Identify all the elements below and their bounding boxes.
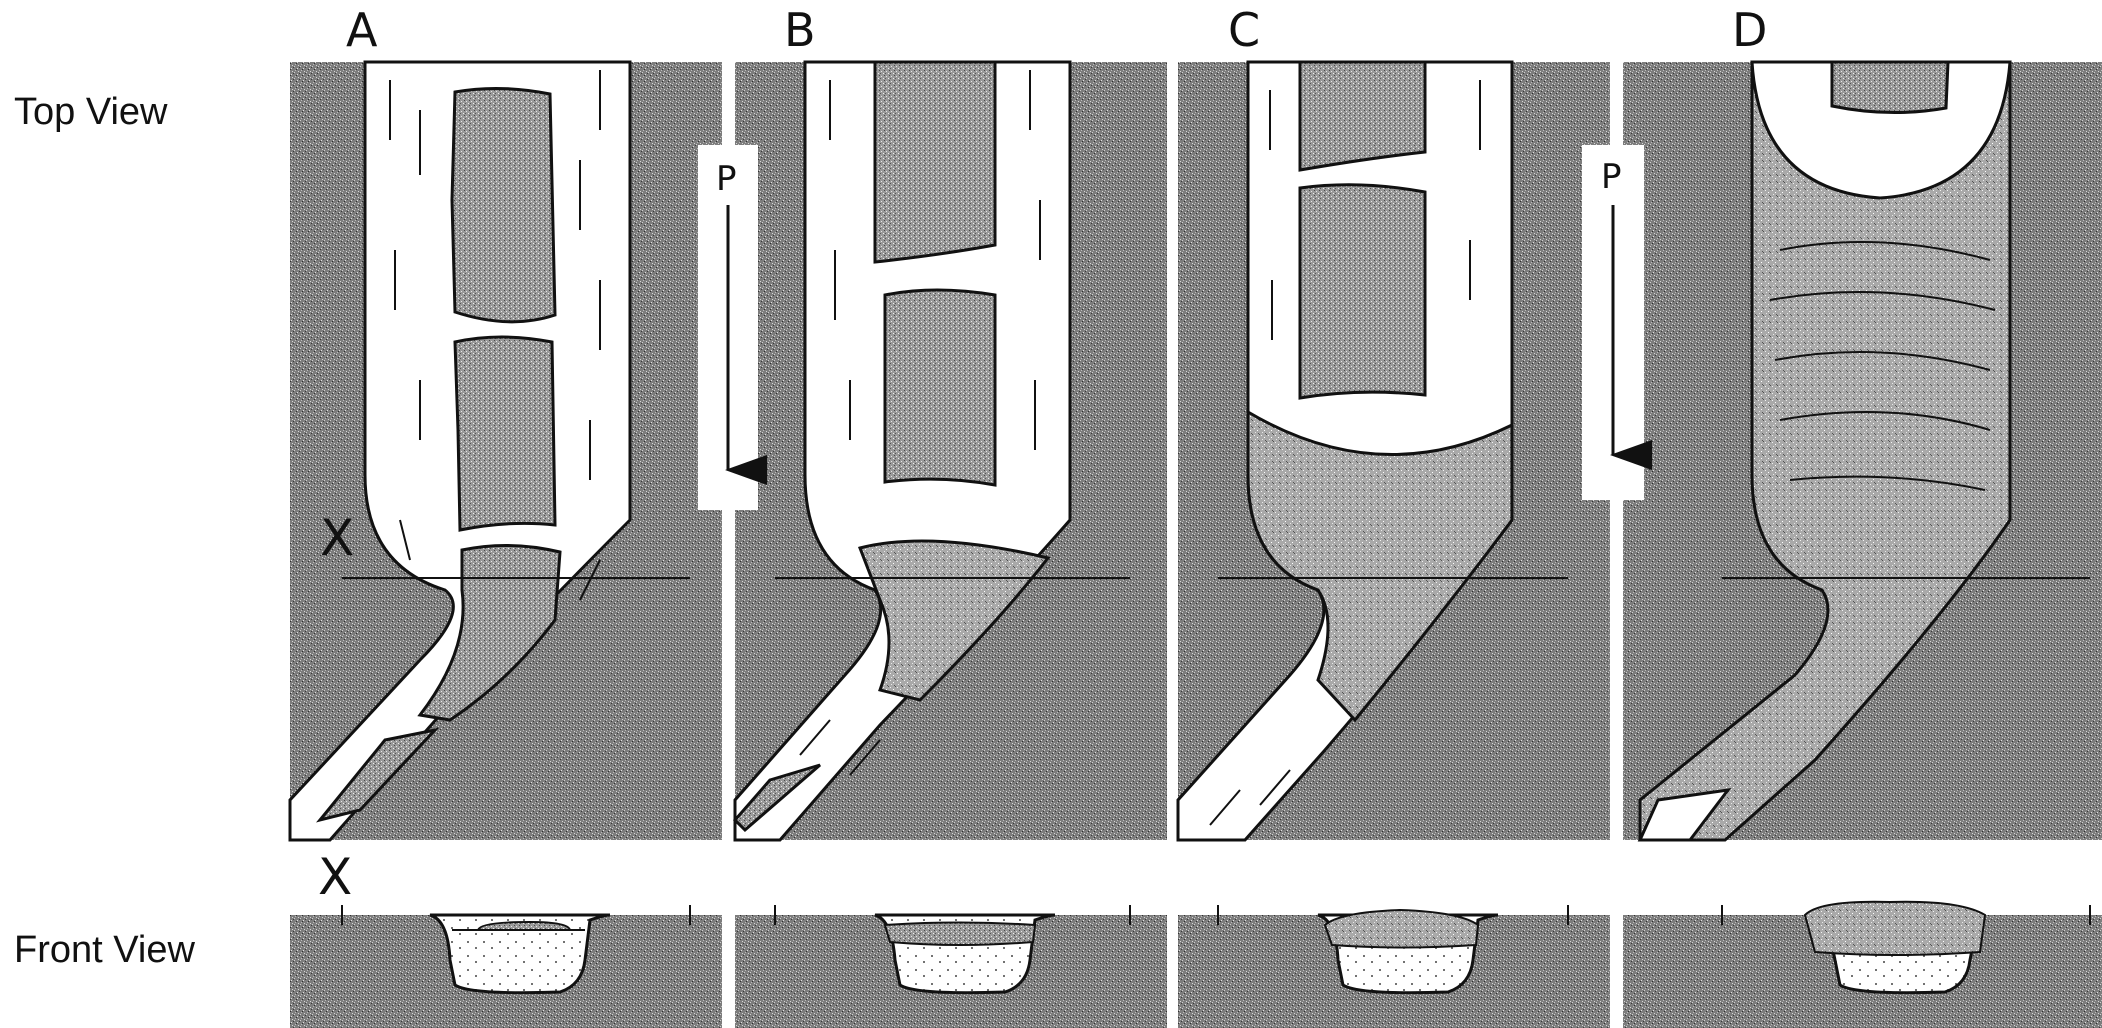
front-view-c (1178, 905, 1610, 1028)
panel-letter: D (1732, 3, 1767, 57)
ice-cover (1325, 910, 1478, 948)
ice-floe (1300, 62, 1425, 170)
panel-d: D P (1582, 3, 2102, 840)
ice-cover (478, 922, 570, 930)
front-view-b (735, 905, 1167, 1028)
ice-floe (885, 290, 995, 485)
panel-letter: B (784, 3, 816, 57)
front-view-label: Front View (14, 929, 195, 971)
panel-letter: C (1228, 3, 1260, 57)
section-mark-x-front: X (318, 848, 352, 906)
section-mark-x: X (320, 509, 354, 567)
flow-arrow-label: P (1601, 157, 1622, 197)
flow-arrow: P (698, 145, 758, 510)
ice-cover (1805, 902, 1985, 955)
ice-cover (885, 923, 1035, 946)
ice-floe (1300, 185, 1425, 398)
front-view-d (1623, 902, 2102, 1028)
flow-arrow-label: P (716, 159, 737, 199)
panel-letter: A (346, 3, 378, 57)
top-view-label: Top View (14, 91, 168, 133)
panel-c: C (1178, 3, 1610, 840)
ice-floe (1832, 62, 1948, 113)
panel-a: A X (290, 3, 722, 840)
ice-floe (455, 337, 555, 530)
ice-floe (875, 62, 995, 262)
flow-arrow: P (1582, 145, 1644, 500)
front-view-a (290, 905, 722, 1028)
ice-floe (452, 88, 555, 321)
panel-b: B P (698, 3, 1167, 840)
